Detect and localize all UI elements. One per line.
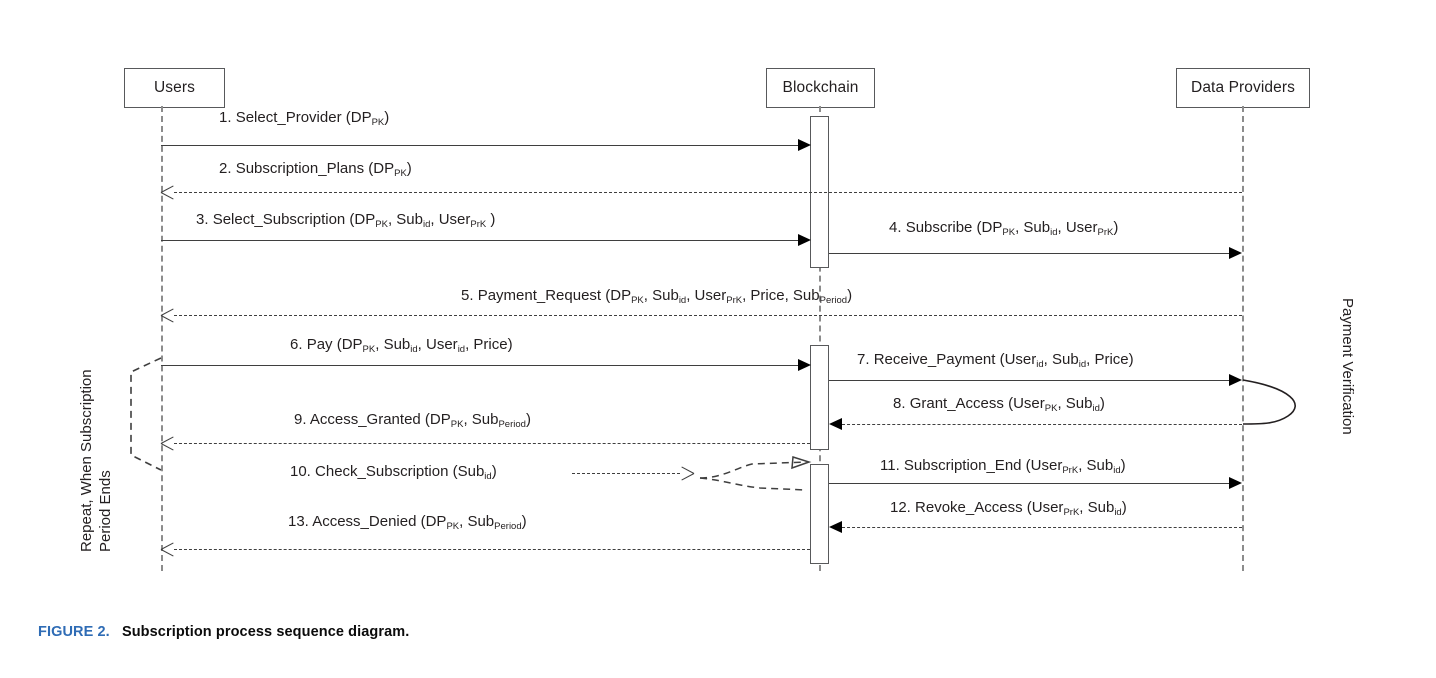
lifeline-line-users xyxy=(161,106,163,571)
activation-bar-blockchain-2 xyxy=(810,345,829,450)
figure-caption: FIGURE 2. Subscription process sequence … xyxy=(38,624,409,640)
message-arrowhead-11 xyxy=(1229,477,1242,489)
message-arrowhead-12 xyxy=(829,521,842,533)
message-label-13: 13. Access_Denied (DPPK, SubPeriod) xyxy=(288,513,527,532)
message-arrowhead-10 xyxy=(680,473,693,486)
branch-curve-lower xyxy=(699,477,807,491)
lifeline-header-users: Users xyxy=(124,68,225,108)
annotation-payment-verification: Payment Verification xyxy=(1339,298,1356,435)
message-label-6: 6. Pay (DPPK, Subid, Userid, Price) xyxy=(290,336,513,355)
figure-caption-text: Subscription process sequence diagram. xyxy=(121,624,410,640)
message-label-4: 4. Subscribe (DPPK, Subid, UserPrK) xyxy=(889,219,1119,238)
repeat-bracket-path xyxy=(130,357,162,471)
message-label-5: 5. Payment_Request (DPPK, Subid, UserPrK… xyxy=(461,287,853,306)
message-arrow-6 xyxy=(161,365,799,366)
lifeline-line-data-providers xyxy=(1242,106,1244,571)
message-label-1: 1. Select_Provider (DPPK) xyxy=(219,109,390,128)
figure-number: FIGURE 2. xyxy=(38,624,110,640)
message-arrow-8 xyxy=(842,424,1242,425)
lifeline-label-blockchain: Blockchain xyxy=(782,79,859,96)
message-arrowhead-8 xyxy=(829,418,842,430)
message-arrowhead-4 xyxy=(1229,247,1242,259)
message-arrowhead-7 xyxy=(1229,374,1242,386)
message-label-10: 10. Check_Subscription (Subid) xyxy=(290,463,497,482)
lifeline-header-blockchain: Blockchain xyxy=(766,68,875,108)
message-arrow-5 xyxy=(174,315,1242,316)
message-label-9: 9. Access_Granted (DPPK, SubPeriod) xyxy=(294,411,531,430)
message-arrow-12 xyxy=(842,527,1242,528)
message-arrow-1 xyxy=(161,145,799,146)
annotation-repeat-note: Repeat, When Subscription Period Ends xyxy=(78,369,114,552)
message-arrow-2 xyxy=(174,192,1242,193)
payment-verification-loop xyxy=(1242,379,1296,425)
message-label-7: 7. Receive_Payment (Userid, Subid, Price… xyxy=(857,351,1134,370)
branch-arrowhead xyxy=(791,456,812,470)
message-arrow-7 xyxy=(829,380,1229,381)
message-arrow-4 xyxy=(829,253,1229,254)
message-label-3: 3. Select_Subscription (DPPK, Subid, Use… xyxy=(196,211,496,230)
lifeline-label-users: Users xyxy=(154,79,195,96)
branch-curve-upper xyxy=(699,461,807,479)
lifeline-header-data-providers: Data Providers xyxy=(1176,68,1310,108)
message-arrow-11 xyxy=(829,483,1229,484)
message-arrow-13 xyxy=(174,549,810,550)
message-arrow-10 xyxy=(572,473,680,474)
message-arrowhead-3 xyxy=(798,234,811,246)
message-arrowhead-1 xyxy=(798,139,811,151)
message-label-8: 8. Grant_Access (UserPK, Subid) xyxy=(893,395,1105,414)
lifeline-line-blockchain xyxy=(819,106,821,571)
lifeline-label-data-providers: Data Providers xyxy=(1191,79,1295,96)
message-label-11: 11. Subscription_End (UserPrK, Subid) xyxy=(880,457,1126,476)
activation-bar-blockchain-3 xyxy=(810,464,829,564)
message-arrow-9 xyxy=(174,443,810,444)
message-label-2: 2. Subscription_Plans (DPPK) xyxy=(219,160,412,179)
message-arrow-3 xyxy=(161,240,799,241)
message-arrowhead-6 xyxy=(798,359,811,371)
message-label-12: 12. Revoke_Access (UserPrK, Subid) xyxy=(890,499,1127,518)
